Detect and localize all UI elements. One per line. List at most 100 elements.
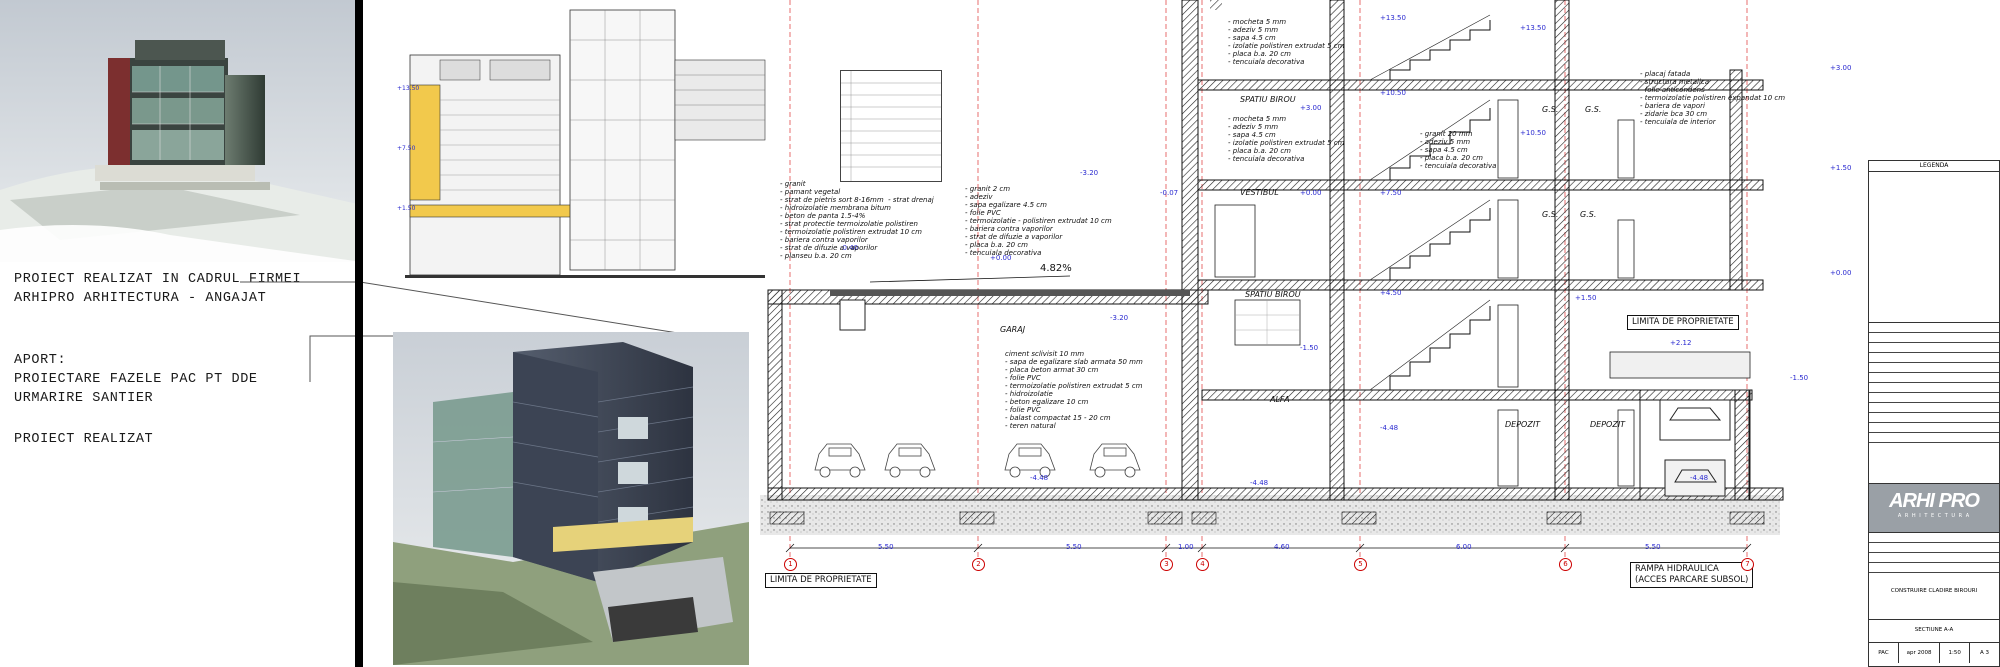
svg-text:-0.07: -0.07 [1160, 189, 1178, 197]
axis-bubble: 1 [784, 558, 797, 571]
phase: PAC [1869, 643, 1899, 663]
svg-text:+0.00: +0.00 [1830, 269, 1851, 277]
svg-text:-3.20: -3.20 [1110, 314, 1128, 322]
axis-bubble: 5 [1354, 558, 1367, 571]
sheet-info-row: PAC apr 2008 1:50 A 3 [1869, 643, 1999, 663]
tb-row [1869, 383, 1999, 393]
svg-text:-4.48: -4.48 [1690, 474, 1708, 482]
axis-dim: 5.50 [1645, 543, 1661, 551]
svg-text:+7.50: +7.50 [1380, 189, 1401, 197]
tb-row [1869, 353, 1999, 363]
limita-proprietate-right: LIMITA DE PROPRIETATE [1627, 315, 1739, 330]
aport-line-2: URMARIRE SANTIER [14, 391, 154, 406]
axis-dim: 5.50 [878, 543, 894, 551]
portfolio-line-2: ARHIPRO ARHITECTURA - ANGAJAT [14, 291, 267, 306]
planse: A 3 [1980, 650, 1990, 656]
render-top-left [0, 0, 362, 262]
svg-text:-0.40: -0.40 [840, 244, 858, 252]
svg-text:+1.50: +1.50 [1575, 294, 1596, 302]
svg-text:+13.50: +13.50 [1520, 24, 1546, 32]
floor-2-note: - mocheta 5 mm - adeziv 5 mm - sapa 4.5 … [1228, 115, 1345, 163]
room-gs-3: G.S. [1542, 210, 1559, 219]
svg-text:+10.50: +10.50 [1520, 129, 1546, 137]
sheet-name: SECTIUNE A-A [1914, 627, 1954, 633]
tb-row [1869, 553, 1999, 563]
svg-text:-4.48: -4.48 [1380, 424, 1398, 432]
svg-text:+13.50: +13.50 [397, 85, 419, 92]
svg-text:+0.00: +0.00 [1300, 189, 1321, 197]
tb-row [1869, 423, 1999, 433]
vertical-divider [355, 0, 363, 667]
room-gs-1: G.S. [1542, 105, 1559, 114]
tb-row [1869, 393, 1999, 403]
limita-proprietate-bottom: LIMITA DE PROPRIETATE [765, 573, 877, 588]
svg-text:+2.12: +2.12 [1670, 339, 1691, 347]
axis-dim: 4.60 [1274, 543, 1290, 551]
section-drawing: -3.20 -0.07 -3.20 +0.00 +3.00 -1.50 +13.50 +1… [760, 0, 1851, 560]
titleblock-rows [1869, 323, 1999, 443]
tb-row [1869, 413, 1999, 423]
axis-bubble: 3 [1160, 558, 1173, 571]
tb-row [1869, 563, 1999, 573]
roof-layers-note: - granit - pamant vegetal - strat de pie… [780, 180, 934, 260]
building-render-illustration-2 [393, 332, 749, 665]
scale: 1:50 [1940, 643, 1971, 663]
aport-line-1: PROIECTARE FAZELE PAC PT DDE [14, 372, 258, 387]
tb-row [1869, 403, 1999, 413]
axis-bubble: 2 [972, 558, 985, 571]
tb-row [1869, 543, 1999, 553]
titleblock-header: LEGENDA [1869, 161, 1999, 172]
svg-text:+0.00: +0.00 [990, 254, 1011, 262]
floor-gs-note: - granit 20 mm - adeziv 5 mm - sapa 4.5 … [1420, 130, 1497, 170]
tb-row [1869, 363, 1999, 373]
date: apr 2008 [1899, 643, 1941, 663]
elevation-drawing: +13.50+7.50+1.50 [395, 0, 775, 330]
tb-row [1869, 533, 1999, 543]
room-garaj: GARAJ [1000, 325, 1026, 334]
terrace-layers-note: - granit 2 cm - adeziv - sapa egalizare … [965, 185, 1112, 257]
company-subtitle: A R H I T E C T U R A [1897, 513, 1971, 519]
project-title: CONSTRUIRE CLADIRE BIROURI [1890, 588, 1978, 594]
svg-text:+3.00: +3.00 [1300, 104, 1321, 112]
svg-text:+4.50: +4.50 [1380, 289, 1401, 297]
svg-text:+1.50: +1.50 [397, 205, 416, 212]
project-status: PROIECT REALIZAT [14, 432, 154, 447]
svg-text:-1.50: -1.50 [1300, 344, 1318, 352]
svg-text:-3.20: -3.20 [1080, 169, 1098, 177]
axis-bubble: 7 [1741, 558, 1754, 571]
svg-text:-1.50: -1.50 [1790, 374, 1808, 382]
room-gs-2: G.S. [1585, 105, 1602, 114]
sheet-block: SECTIUNE A-A [1869, 620, 1999, 643]
axis-dim: 6.00 [1456, 543, 1472, 551]
floor-1-note: - mocheta 5 mm - adeziv 5 mm - sapa 4.5 … [1228, 18, 1345, 66]
notes-area [1869, 443, 1999, 484]
svg-text:+13.50: +13.50 [1380, 14, 1406, 22]
svg-text:+3.00: +3.00 [1830, 64, 1851, 72]
slope-label: 4.82% [1040, 263, 1072, 274]
tb-row [1869, 343, 1999, 353]
tb-row [1869, 323, 1999, 333]
company-logo: ARHI PRO A R H I T E C T U R A [1869, 484, 1999, 533]
room-alfa: ALFA [1270, 395, 1290, 404]
tb-row [1869, 333, 1999, 343]
room-depozit-1: DEPOZIT [1505, 420, 1541, 429]
rampa-hidraulica: RAMPA HIDRAULICA (ACCES PARCARE SUBSOL) [1630, 562, 1754, 588]
room-spatiu-birou-1: SPATIU BIROU [1240, 95, 1296, 104]
elevation-svg: +13.50+7.50+1.50 [397, 9, 766, 278]
wall-right-note: - placaj fatada - structura metalica - f… [1640, 70, 1786, 126]
room-depozit-2: DEPOZIT [1590, 420, 1626, 429]
tb-row [1869, 433, 1999, 443]
svg-text:-4.48: -4.48 [1250, 479, 1268, 487]
svg-text:+1.50: +1.50 [1830, 164, 1851, 172]
axis-bubble: 4 [1196, 558, 1209, 571]
legend-lines [841, 71, 941, 181]
project-block: CONSTRUIRE CLADIRE BIROURI [1869, 573, 1999, 620]
title-block: LEGENDA ARHI PRO A R H I T E C T U R A C… [1868, 160, 2000, 667]
basement-floor-note: ciment sclivisit 10 mm - sapa de egaliza… [1005, 350, 1143, 430]
svg-text:-4.48: -4.48 [1030, 474, 1048, 482]
svg-text:+10.50: +10.50 [1380, 89, 1406, 97]
portfolio-line-1: PROIECT REALIZAT IN CADRUL FIRMEI [14, 272, 302, 287]
room-spatiu-birou-2: SPATIU BIROU [1245, 290, 1301, 299]
axis-dim: 5.50 [1066, 543, 1082, 551]
room-vestibul: VESTIBUL [1240, 188, 1279, 197]
